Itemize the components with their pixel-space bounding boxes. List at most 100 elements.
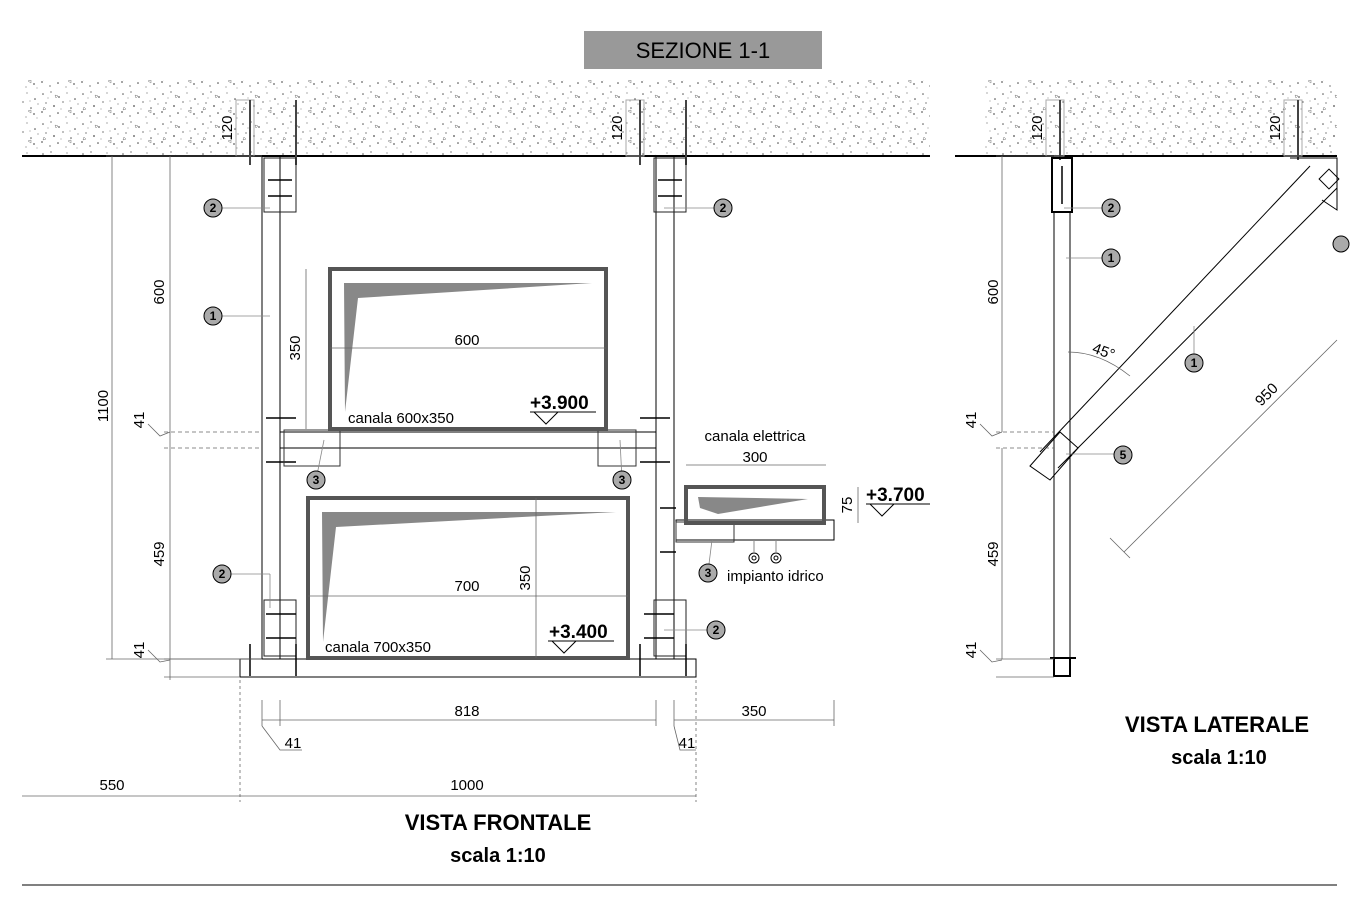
svg-text:2: 2 <box>720 201 727 215</box>
label-level-lower: +3.400 <box>549 622 608 643</box>
marker-item: 1 <box>203 306 223 326</box>
svg-text:1: 1 <box>1191 356 1198 370</box>
water-pipes <box>748 540 782 564</box>
side-view-markers: 2 1 1 5 <box>1101 198 1350 465</box>
section-title-text: SEZIONE 1-1 <box>636 38 770 63</box>
plate-bottom-left <box>263 599 297 657</box>
marker-partial <box>1332 235 1350 253</box>
duct-upper-insulation <box>344 283 592 412</box>
svg-text:1: 1 <box>210 309 217 323</box>
dim-duct-lower-height: 350 <box>517 565 534 590</box>
side-diagonal-brace <box>1029 157 1340 481</box>
marker-item: 2 <box>203 198 223 218</box>
side-post <box>1053 211 1071 677</box>
side-view-scale: scala 1:10 <box>1171 747 1267 769</box>
plate-bottom-right <box>653 599 687 657</box>
dim-wall-offset: 550 <box>99 777 124 794</box>
side-dim-angle: 45° <box>1090 340 1117 364</box>
side-dim-lower: 459 <box>985 541 1002 566</box>
section-title: SEZIONE 1-1 <box>584 31 822 69</box>
side-dimension-lines <box>979 155 1338 678</box>
bracket-upper-right <box>597 429 637 467</box>
marker-item: 2 <box>1101 198 1121 218</box>
dim-gap-lower: 41 <box>131 642 148 659</box>
marker-item: 3 <box>698 563 718 583</box>
dim-anchor-left: 120 <box>219 115 236 140</box>
svg-text:2: 2 <box>210 201 217 215</box>
level-elec-symbol <box>866 503 930 517</box>
side-dim-gap-upper: 41 <box>963 412 980 429</box>
leader-lines <box>222 207 716 631</box>
plate-top-left <box>263 157 297 213</box>
crossbar-upper <box>279 431 657 449</box>
front-view-scale: scala 1:10 <box>450 845 546 867</box>
dim-gap-upper: 41 <box>131 412 148 429</box>
marker-item: 2 <box>212 564 232 584</box>
level-lower-symbol <box>548 640 614 654</box>
label-water: impianto idrico <box>727 568 824 585</box>
dim-post-right: 41 <box>679 735 696 752</box>
post-left <box>261 155 281 660</box>
side-brace-clamp <box>1029 431 1079 481</box>
marker-item: 2 <box>706 620 726 640</box>
dim-upper: 600 <box>151 279 168 304</box>
anchor-bolts <box>235 99 687 165</box>
dim-overall: 1000 <box>450 777 483 794</box>
marker-item: 2 <box>713 198 733 218</box>
svg-text:2: 2 <box>713 623 720 637</box>
svg-text:5: 5 <box>1120 448 1127 462</box>
marker-item: 1 <box>1184 353 1204 373</box>
side-dim-anchor-right: 120 <box>1267 115 1284 140</box>
side-dim-upper: 600 <box>985 279 1002 304</box>
side-view-text: 120 120 600 41 459 41 45° 950 VISTA LATE… <box>963 115 1309 769</box>
side-view-title: VISTA LATERALE <box>1125 712 1309 737</box>
label-level-upper: +3.900 <box>530 393 589 414</box>
side-view <box>979 99 1340 678</box>
dim-duct-upper-width: 600 <box>454 332 479 349</box>
svg-text:2: 2 <box>1108 201 1115 215</box>
svg-text:3: 3 <box>705 566 712 580</box>
ceiling-slab-side <box>955 80 1337 157</box>
level-upper-symbol <box>530 411 596 425</box>
side-dim-gap-lower: 41 <box>963 642 980 659</box>
plate-top-right <box>653 157 687 213</box>
dim-offset-right: 350 <box>741 703 766 720</box>
dim-anchor-right: 120 <box>609 115 626 140</box>
side-leader-lines <box>1064 207 1195 455</box>
marker-item: 5 <box>1113 445 1133 465</box>
post-right <box>655 155 675 660</box>
front-view-title: VISTA FRONTALE <box>405 810 592 835</box>
dim-duct-upper-height: 350 <box>287 335 304 360</box>
bracket-upper-left <box>283 429 341 467</box>
duct-lower <box>306 496 630 660</box>
label-duct-lower: canala 700x350 <box>325 639 431 656</box>
front-view-text: 120 120 600 1100 41 459 41 350 600 350 7… <box>95 115 925 867</box>
label-elec-duct: canala elettrica <box>705 428 807 445</box>
svg-text:3: 3 <box>313 473 320 487</box>
dim-lower: 459 <box>151 541 168 566</box>
base-beam <box>239 658 697 678</box>
dim-inner-span: 818 <box>454 703 479 720</box>
duct-electric-fill <box>698 497 808 514</box>
bolts <box>249 179 687 676</box>
dim-elec-height: 75 <box>839 497 856 514</box>
label-level-elec: +3.700 <box>866 485 925 506</box>
side-dim-brace: 950 <box>1252 380 1282 410</box>
svg-text:3: 3 <box>619 473 626 487</box>
section-title-box <box>584 31 822 69</box>
front-view-markers: 2 2 1 3 3 3 2 2 <box>203 198 733 640</box>
duct-electric <box>684 485 826 525</box>
label-duct-upper: canala 600x350 <box>348 410 454 427</box>
svg-text:2: 2 <box>219 567 226 581</box>
side-dim-anchor-left: 120 <box>1029 115 1046 140</box>
duct-upper <box>328 267 608 431</box>
marker-item: 3 <box>306 470 326 490</box>
marker-item: 3 <box>612 470 632 490</box>
duct-lower-insulation <box>322 512 616 642</box>
dim-total: 1100 <box>95 390 112 422</box>
ceiling-slab-front <box>22 80 930 157</box>
marker-item: 1 <box>1101 248 1121 268</box>
dimension-lines <box>22 155 859 802</box>
side-anchor-bolts <box>1045 99 1303 160</box>
